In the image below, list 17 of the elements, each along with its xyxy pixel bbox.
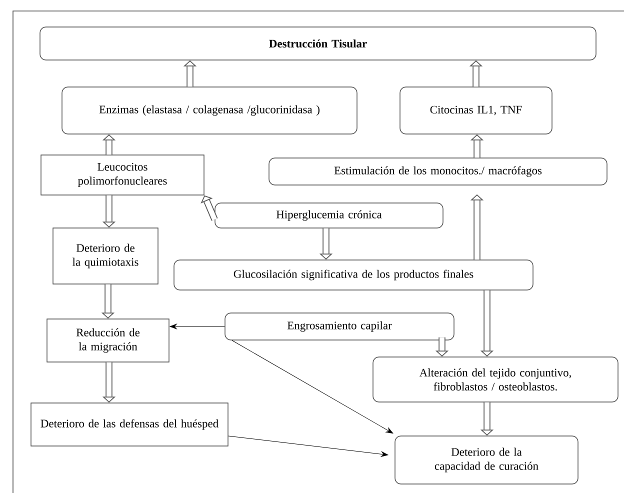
process-box: Engrosamiento capilar: [224, 312, 454, 340]
process-box: Alteración del tejido conjuntivo, fibroblastos / osteoblastos.: [372, 356, 618, 402]
process-rectangle: Deterioro de las defensas del huésped: [30, 402, 228, 446]
process-box: Enzimas (elastasa / colagenasa /glucorinidasa ): [62, 86, 358, 134]
process-box: Glucosilación significativa de los productos finales: [174, 260, 534, 290]
arrow: [228, 436, 388, 457]
process-box: Estimulación de los monocitos./ macrófagos: [268, 158, 608, 186]
arrow: [170, 324, 225, 330]
arrow: [232, 340, 394, 434]
process-box: Deterioro de la capacidad de curación: [394, 436, 578, 484]
process-box: Destrucción Tisular: [40, 26, 596, 60]
process-box: Hiperglucemia crónica: [214, 202, 444, 228]
process-box: Citocinas IL1, TNF: [400, 86, 552, 134]
process-rectangle: Leucocitos polimorfonucleares: [40, 154, 204, 196]
process-rectangle: Reducción de la migración: [46, 318, 170, 362]
block-arrow: [200, 195, 218, 221]
process-rectangle: Deterioro de la quimiotaxis: [52, 228, 158, 284]
